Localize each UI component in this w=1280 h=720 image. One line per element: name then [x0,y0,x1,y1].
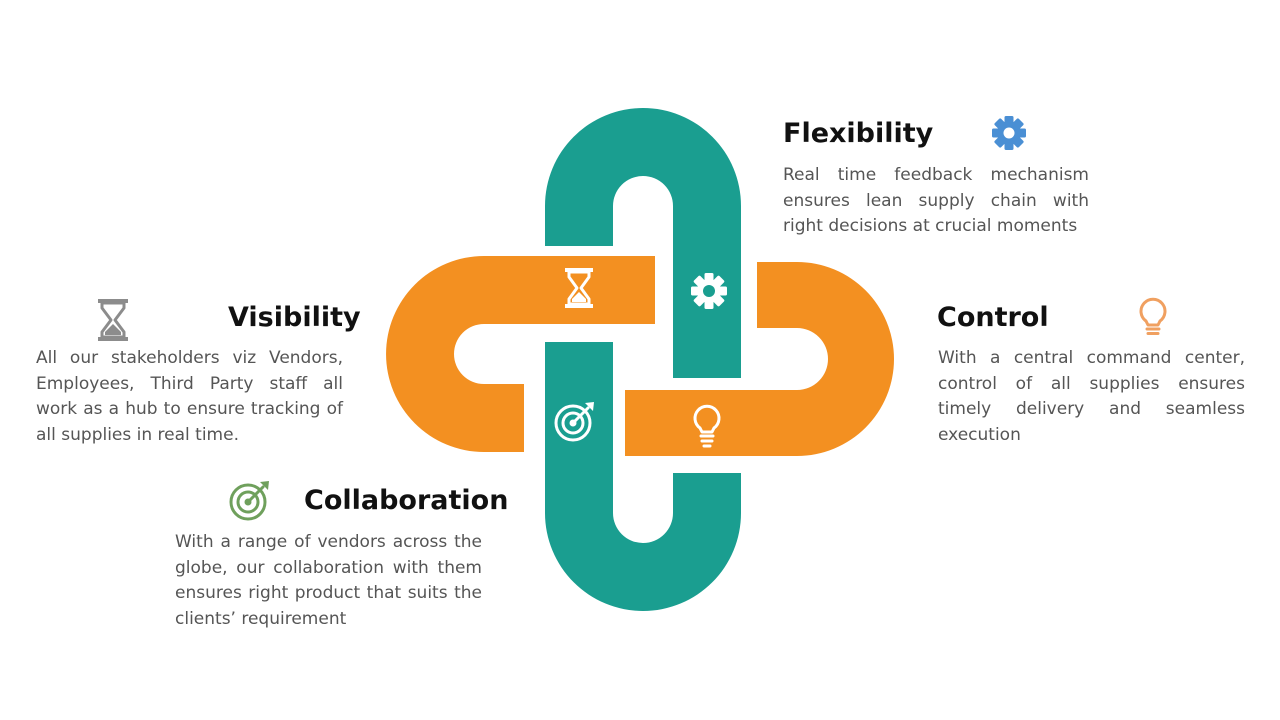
gear-icon [992,116,1026,150]
gear-icon [691,273,727,309]
orange-link-left [386,256,655,452]
collaboration-title: Collaboration [304,485,509,516]
flexibility-description: Real time feedback mechanism ensures lea… [783,165,1089,236]
visibility-title: Visibility [228,302,361,333]
target-icon [229,481,269,521]
control-description: With a central command center, control o… [938,348,1245,445]
lightbulb-icon [693,404,721,448]
control-title: Control [937,302,1049,333]
orange-link-right [625,262,894,456]
target-icon [554,402,594,442]
flexibility-title: Flexibility [783,118,934,149]
visibility-description: All our stakeholders viz Vendors, Employ… [36,348,343,445]
lightbulb-icon [1139,297,1167,335]
teal-link-top [545,108,741,378]
collaboration-description: With a range of vendors across the globe… [175,532,482,629]
hourglass-icon [98,299,128,341]
teal-link-bottom [545,342,741,611]
hourglass-icon [565,268,593,308]
